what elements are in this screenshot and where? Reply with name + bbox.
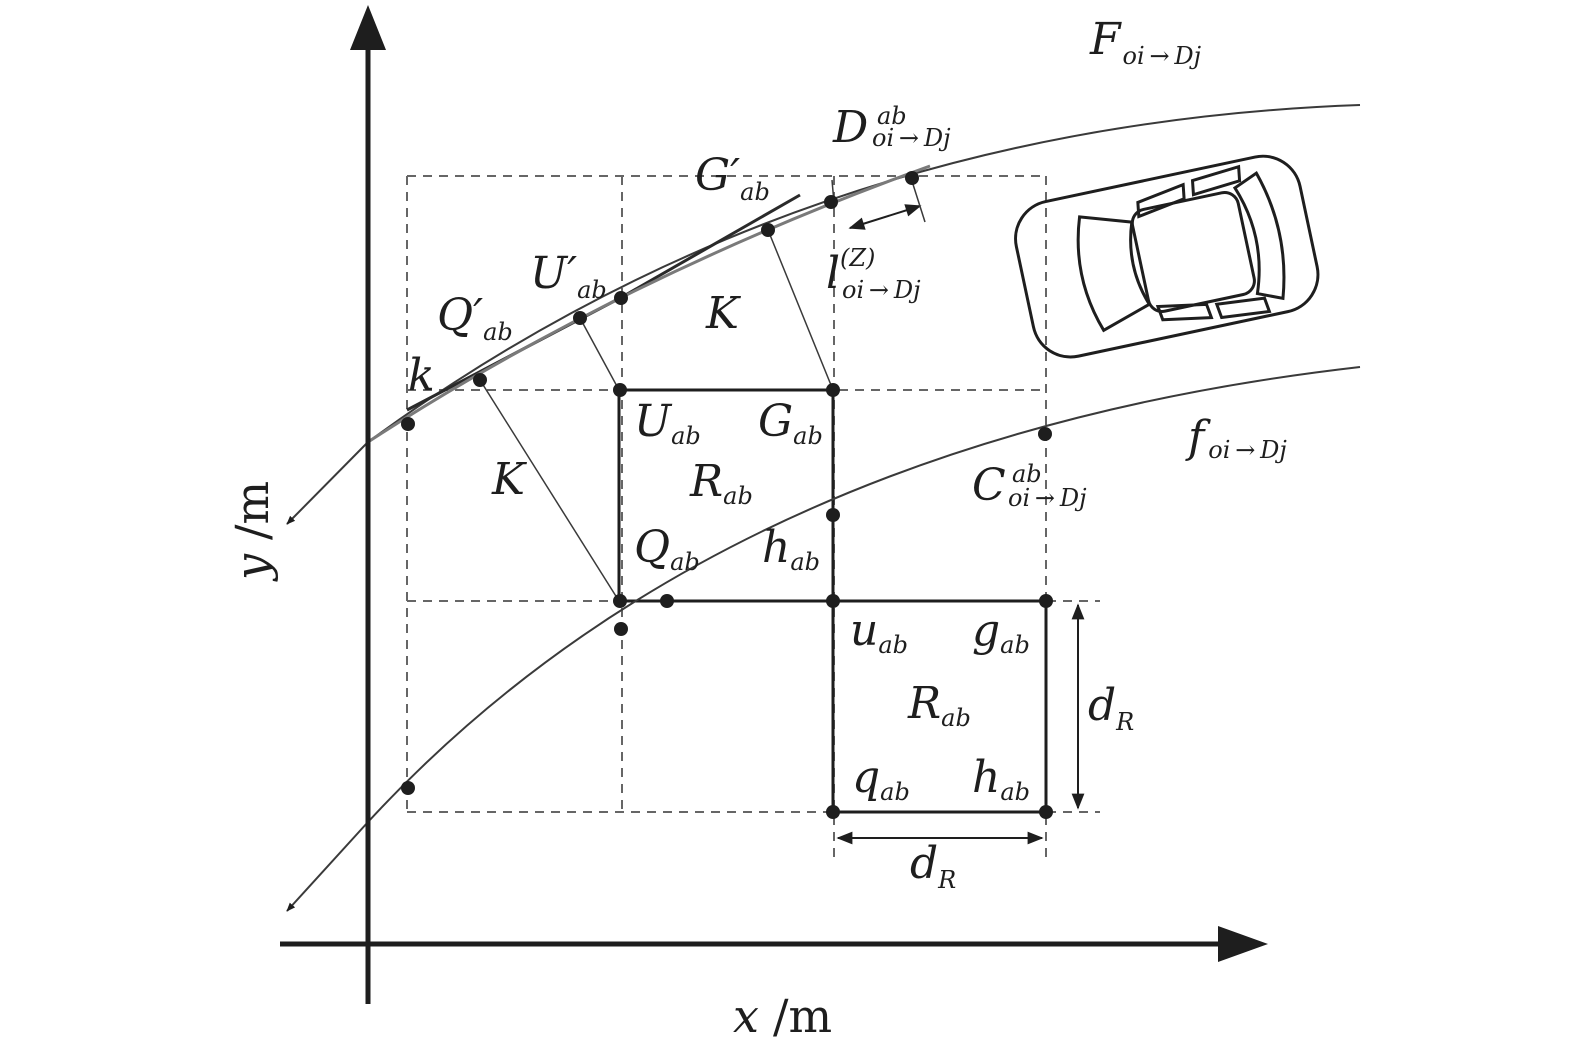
point-g xyxy=(1039,594,1053,608)
point-U-prime xyxy=(573,311,587,325)
U-label: Uab xyxy=(634,396,701,450)
point-U-prime-label: U′ab xyxy=(530,248,607,304)
y-axis-arrowhead xyxy=(350,5,386,50)
G-label: Gab xyxy=(758,396,823,450)
upper-curve xyxy=(367,104,1361,443)
u-label: uab xyxy=(850,605,908,659)
vertical-dimension-label: dR xyxy=(1088,680,1134,736)
point-D xyxy=(905,171,919,185)
l-dimension-arrow xyxy=(848,204,922,230)
svg-text:oi → Dj: oi → Dj xyxy=(1008,484,1087,512)
y-axis-label: y/m xyxy=(225,481,279,582)
point-Q-prime xyxy=(473,373,487,387)
point-C xyxy=(1038,427,1052,441)
point-k-label: k xyxy=(408,350,435,401)
svg-text:ab: ab xyxy=(1012,460,1042,488)
horizontal-dimension-label: dR xyxy=(910,838,956,894)
svg-text:l: l xyxy=(826,248,840,299)
point-G xyxy=(826,383,840,397)
upper-curve-extension xyxy=(286,441,369,525)
l-label: l (Z) oi → Dj xyxy=(826,244,921,304)
x-axis-arrowhead xyxy=(1218,926,1268,962)
point-Q xyxy=(613,594,627,608)
point-lower-curve-1 xyxy=(660,594,674,608)
point-curve-grid-2 xyxy=(824,195,838,209)
h-lower-label: hab xyxy=(972,752,1030,806)
point-lower-curve-3 xyxy=(401,781,415,795)
K-label-left: K xyxy=(491,454,527,505)
R-lower-label: Rab xyxy=(907,678,971,732)
point-curve-grid-1 xyxy=(614,291,628,305)
point-D-label: D ab oi → Dj xyxy=(832,102,951,153)
q-label: qab xyxy=(852,752,910,806)
point-h-upper xyxy=(826,508,840,522)
lower-curve xyxy=(367,366,1361,823)
point-h-lower xyxy=(1039,805,1053,819)
R-upper-label: Rab xyxy=(689,456,753,510)
svg-text:oi → Dj: oi → Dj xyxy=(872,124,951,152)
car-icon xyxy=(1014,154,1320,359)
l-extension-tick xyxy=(910,177,926,223)
projection-lines xyxy=(479,179,835,602)
lower-curve-extension xyxy=(286,821,369,912)
svg-text:D: D xyxy=(832,102,868,153)
cell-lower-square xyxy=(831,599,1048,814)
x-axis-label: x/m xyxy=(733,989,832,1043)
g-label: gab xyxy=(972,605,1030,659)
svg-text:oi → Dj: oi → Dj xyxy=(842,276,921,304)
K-label-upper: K xyxy=(705,288,741,339)
point-lower-curve-2 xyxy=(614,622,628,636)
point-U xyxy=(613,383,627,397)
point-G-prime-foot xyxy=(761,223,775,237)
cell-upper-square xyxy=(617,388,835,603)
point-q xyxy=(826,805,840,819)
h-upper-label: hab xyxy=(762,522,820,576)
point-Q-prime-label: Q′ab xyxy=(437,290,513,346)
point-u xyxy=(826,594,840,608)
svg-text:(Z): (Z) xyxy=(840,244,875,272)
grid-points xyxy=(401,171,1053,819)
point-k xyxy=(401,417,415,431)
svg-text:C: C xyxy=(972,460,1006,511)
Q-label: Qab xyxy=(634,522,700,576)
point-C-label: C ab oi → Dj xyxy=(972,460,1087,512)
point-G-prime-label: G′ab xyxy=(695,150,770,206)
svg-text:ab: ab xyxy=(877,102,907,130)
upper-curve-label: Foi → Dj xyxy=(1089,14,1202,70)
